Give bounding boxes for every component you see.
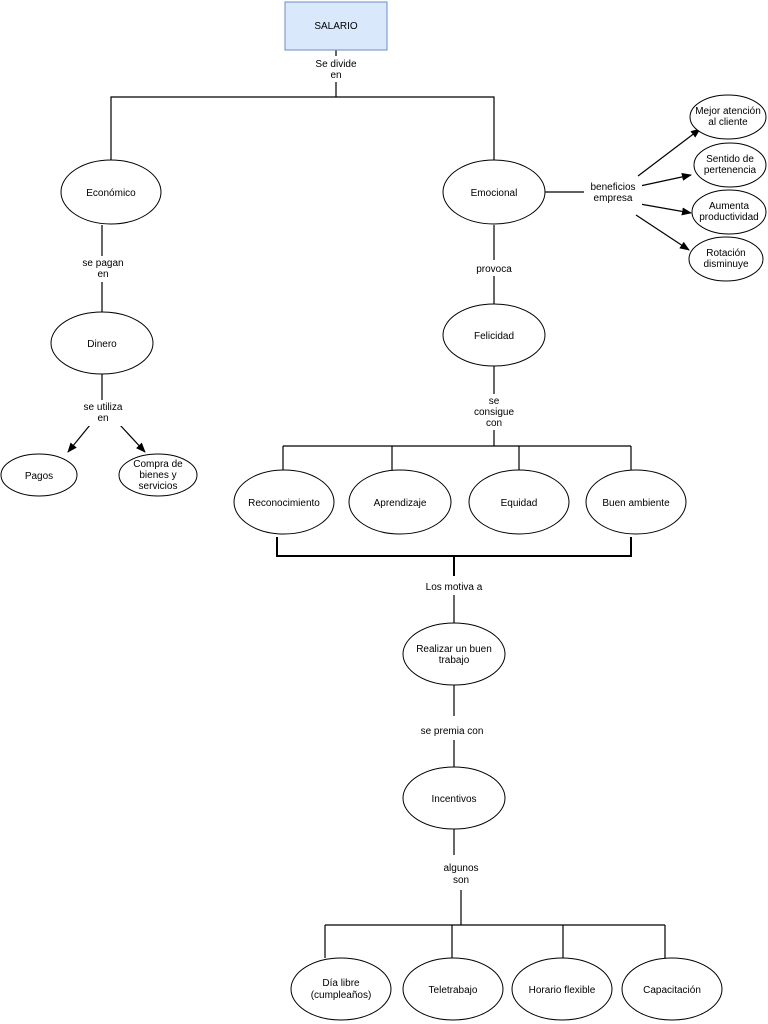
label-algunos-1: algunos (443, 863, 478, 874)
label-provoca: provoca (476, 264, 512, 275)
node-salario-label: SALARIO (314, 21, 358, 32)
label-los-motiva: Los motiva a (426, 582, 483, 593)
node-dia-libre-label-1: Día libre (322, 978, 360, 989)
node-compra[interactable]: Compra de bienes y servicios (118, 453, 198, 497)
node-realizar[interactable]: Realizar un buen trabajo (402, 622, 506, 686)
node-realizar-label-2: trabajo (439, 655, 470, 666)
node-equidad-label: Equidad (501, 498, 538, 509)
node-buen-ambiente-label: Buen ambiente (602, 498, 670, 509)
edge-labels: Se divide en se pagan en se utiliza en b… (74, 56, 642, 888)
node-compra-label-3: servicios (139, 481, 178, 492)
node-capacitacion[interactable]: Capacitación (621, 957, 723, 1021)
node-incentivos-label: Incentivos (431, 794, 476, 805)
node-felicidad-label: Felicidad (474, 331, 514, 342)
label-se-consigue-2: consigue (474, 407, 514, 418)
node-incentivos[interactable]: Incentivos (402, 766, 506, 830)
node-reconocimiento-label: Reconocimiento (248, 498, 320, 509)
node-aprendizaje[interactable]: Aprendizaje (348, 469, 452, 535)
node-rotacion[interactable]: Rotación disminuye (688, 236, 764, 282)
label-algunos-2: son (453, 875, 469, 886)
node-dia-libre[interactable]: Día libre (cumpleaños) (290, 957, 392, 1021)
label-se-divide-2: en (330, 70, 341, 81)
node-aumenta-label-1: Aumenta (709, 201, 749, 212)
node-dia-libre-label-2: (cumpleaños) (311, 990, 372, 1001)
node-equidad[interactable]: Equidad (468, 469, 570, 535)
node-rotacion-label-2: disminuye (703, 259, 748, 270)
node-aprendizaje-label: Aprendizaje (374, 498, 427, 509)
node-sentido-label-2: pertenencia (704, 165, 757, 176)
node-felicidad[interactable]: Felicidad (442, 303, 546, 367)
node-emocional-label: Emocional (471, 188, 518, 199)
node-capacitacion-label: Capacitación (643, 985, 701, 996)
node-horario-label: Horario flexible (529, 985, 596, 996)
node-buen-ambiente[interactable]: Buen ambiente (585, 469, 687, 535)
node-teletrabajo-label: Teletrabajo (429, 985, 478, 996)
node-mejor-atencion-label-2: al cliente (708, 117, 748, 128)
label-se-pagan-2: en (97, 269, 108, 280)
node-compra-label-2: bienes y (139, 470, 176, 481)
edge-to-pagos (67, 424, 91, 453)
edge-to-aumenta (639, 203, 692, 216)
node-teletrabajo[interactable]: Teletrabajo (402, 957, 504, 1021)
node-salario[interactable]: SALARIO (284, 1, 388, 51)
node-reconocimiento[interactable]: Reconocimiento (233, 469, 335, 535)
node-realizar-label-1: Realizar un buen (416, 644, 492, 655)
edge-root-branches (110, 96, 495, 160)
label-se-pagan-1: se pagan (82, 258, 123, 269)
edge-to-mejor-atencion (637, 128, 701, 177)
node-mejor-atencion-label-1: Mejor atención (695, 106, 761, 117)
node-aumenta-label-2: productividad (699, 212, 758, 223)
edge-to-sentido (639, 172, 692, 187)
node-sentido-label-1: Sentido de (706, 154, 754, 165)
node-compra-label-1: Compra de (133, 459, 183, 470)
edge-bottom-bar (276, 537, 632, 557)
label-se-premia: se premia con (421, 726, 484, 737)
node-economico-label: Económico (86, 188, 136, 199)
node-pagos[interactable]: Pagos (0, 453, 78, 497)
node-dinero-label: Dinero (87, 339, 117, 350)
node-emocional[interactable]: Emocional (442, 159, 546, 225)
label-beneficios-2: empresa (594, 193, 633, 204)
edge-to-rotacion (635, 214, 690, 251)
label-beneficios-1: beneficios (590, 182, 635, 193)
label-se-utiliza-1: se utiliza (84, 402, 123, 413)
node-dinero[interactable]: Dinero (50, 311, 154, 375)
node-sentido[interactable]: Sentido de pertenencia (693, 142, 767, 188)
label-se-consigue-1: se (489, 396, 500, 407)
node-pagos-label: Pagos (25, 471, 53, 482)
node-aumenta[interactable]: Aumenta productividad (691, 189, 767, 235)
label-se-consigue-3: con (486, 418, 502, 429)
edge-to-compra (119, 424, 146, 453)
node-horario-flexible[interactable]: Horario flexible (511, 957, 613, 1021)
node-mejor-atencion[interactable]: Mejor atención al cliente (689, 94, 767, 140)
label-se-divide-1: Se divide (315, 59, 357, 70)
node-economico[interactable]: Económico (60, 159, 162, 225)
node-rotacion-label-1: Rotación (706, 248, 745, 259)
label-se-utiliza-2: en (97, 413, 108, 424)
